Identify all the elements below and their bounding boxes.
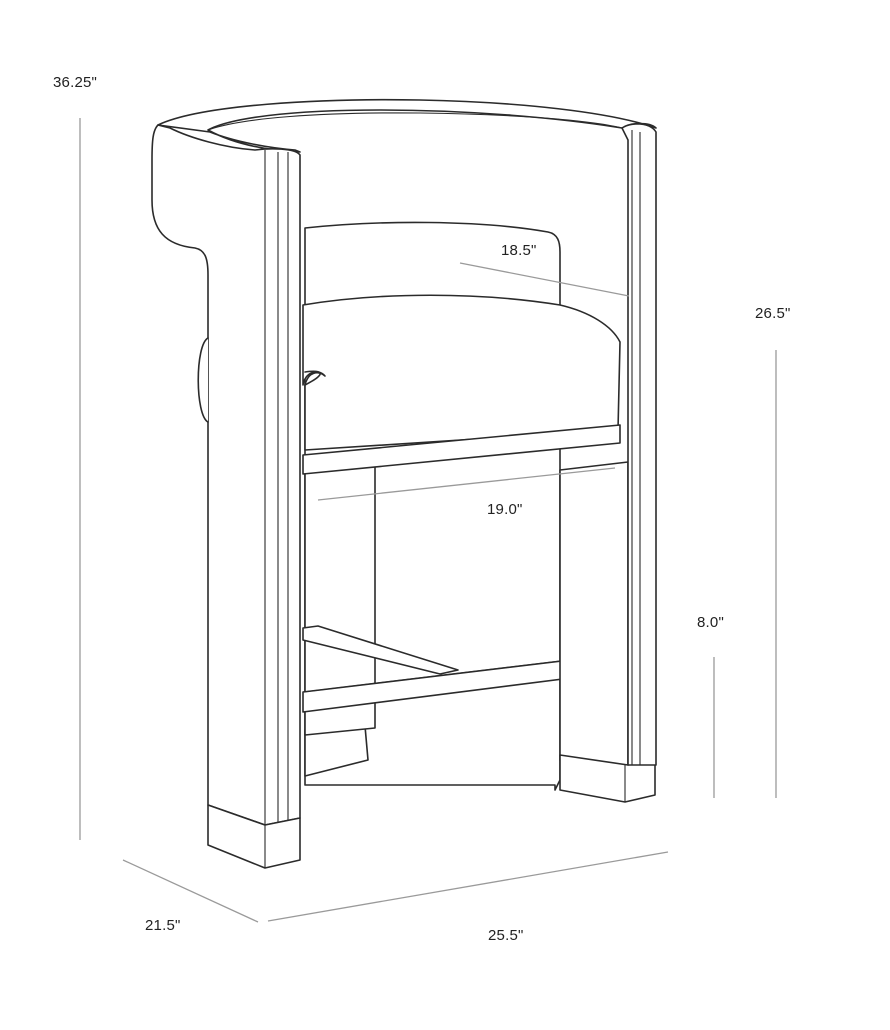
left-arm-panel [151, 124, 301, 826]
footrest-side-stretcher [302, 625, 459, 675]
right-leg-panel [559, 461, 629, 766]
back-top-band [157, 98, 657, 153]
depth-line [122, 859, 259, 923]
seat-width-label: 19.0" [487, 501, 523, 518]
seat-cushion [302, 294, 621, 451]
width-line [267, 851, 669, 922]
dimension-labels: 36.25" 18.5" 26.5" 19.0" 8.0" 21.5" 25.5… [53, 74, 791, 944]
counter-stool-illustration [151, 98, 657, 869]
footrest-height-label: 8.0" [697, 614, 724, 631]
dimension-lines [79, 118, 777, 923]
seat-depth-line [459, 262, 630, 297]
seat-depth-label: 18.5" [501, 242, 537, 259]
footrest-front-bar-top [302, 654, 611, 693]
seat-height-label: 26.5" [755, 305, 791, 322]
depth-label: 21.5" [145, 917, 181, 934]
seat-cushion-front-edge [304, 370, 321, 386]
seat-frame-rail [302, 424, 621, 475]
side-bolster [197, 337, 209, 423]
back-inner-curve [207, 112, 623, 131]
overall-height-label: 36.25" [53, 74, 97, 91]
width-label: 25.5" [488, 927, 524, 944]
seat-width-line [317, 467, 616, 501]
